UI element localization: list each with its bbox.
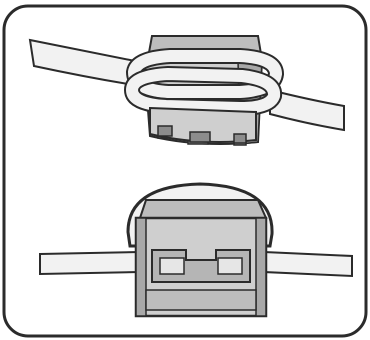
core-latch-icon bbox=[234, 134, 246, 143]
cable-left-icon bbox=[40, 252, 140, 274]
core-side-shade-icon bbox=[136, 218, 146, 316]
core-window-icon bbox=[160, 258, 184, 274]
core-side-shade-icon bbox=[256, 218, 266, 316]
core-window-icon bbox=[218, 258, 242, 274]
core-latch-icon bbox=[190, 132, 210, 142]
core-base-shade-icon bbox=[146, 290, 256, 310]
core-top-face-icon bbox=[140, 200, 266, 218]
cable-right-icon bbox=[264, 252, 352, 276]
core-latch-icon bbox=[158, 126, 172, 136]
